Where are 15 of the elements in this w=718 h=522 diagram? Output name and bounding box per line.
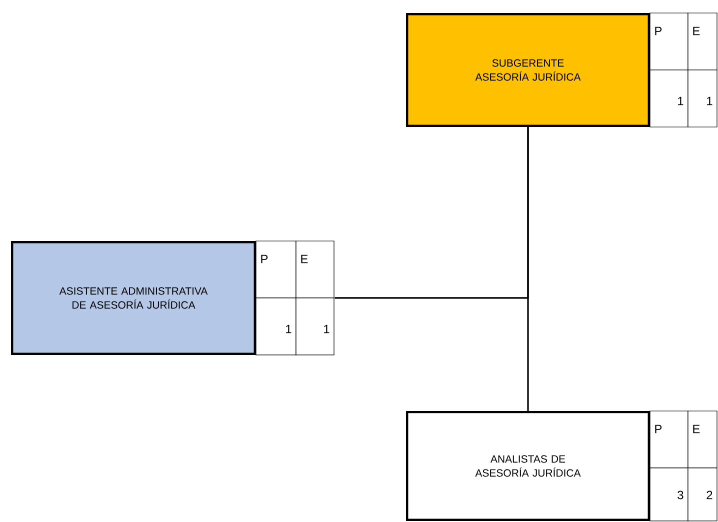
table-cell: 1 [650, 70, 688, 128]
table-cell: E [688, 12, 718, 70]
table-cell: E [296, 240, 334, 298]
table-cell: E [688, 410, 718, 468]
table-cell: 2 [688, 468, 718, 522]
table-cell: 1 [688, 70, 718, 128]
connector-line [334, 127, 529, 299]
table-cell: 3 [650, 468, 688, 522]
table-cell: 1 [256, 298, 296, 356]
table-cell: 1 [296, 298, 334, 356]
table-cell: P [650, 410, 688, 468]
position-box: SUBGERENTE ASESORÍA JURÍDICA [406, 13, 650, 127]
position-box: ASISTENTE ADMINISTRATIVA DE ASESORÍA JURÍDICA [11, 241, 256, 355]
table-cell: P [650, 12, 688, 70]
table-cell: P [256, 240, 296, 298]
